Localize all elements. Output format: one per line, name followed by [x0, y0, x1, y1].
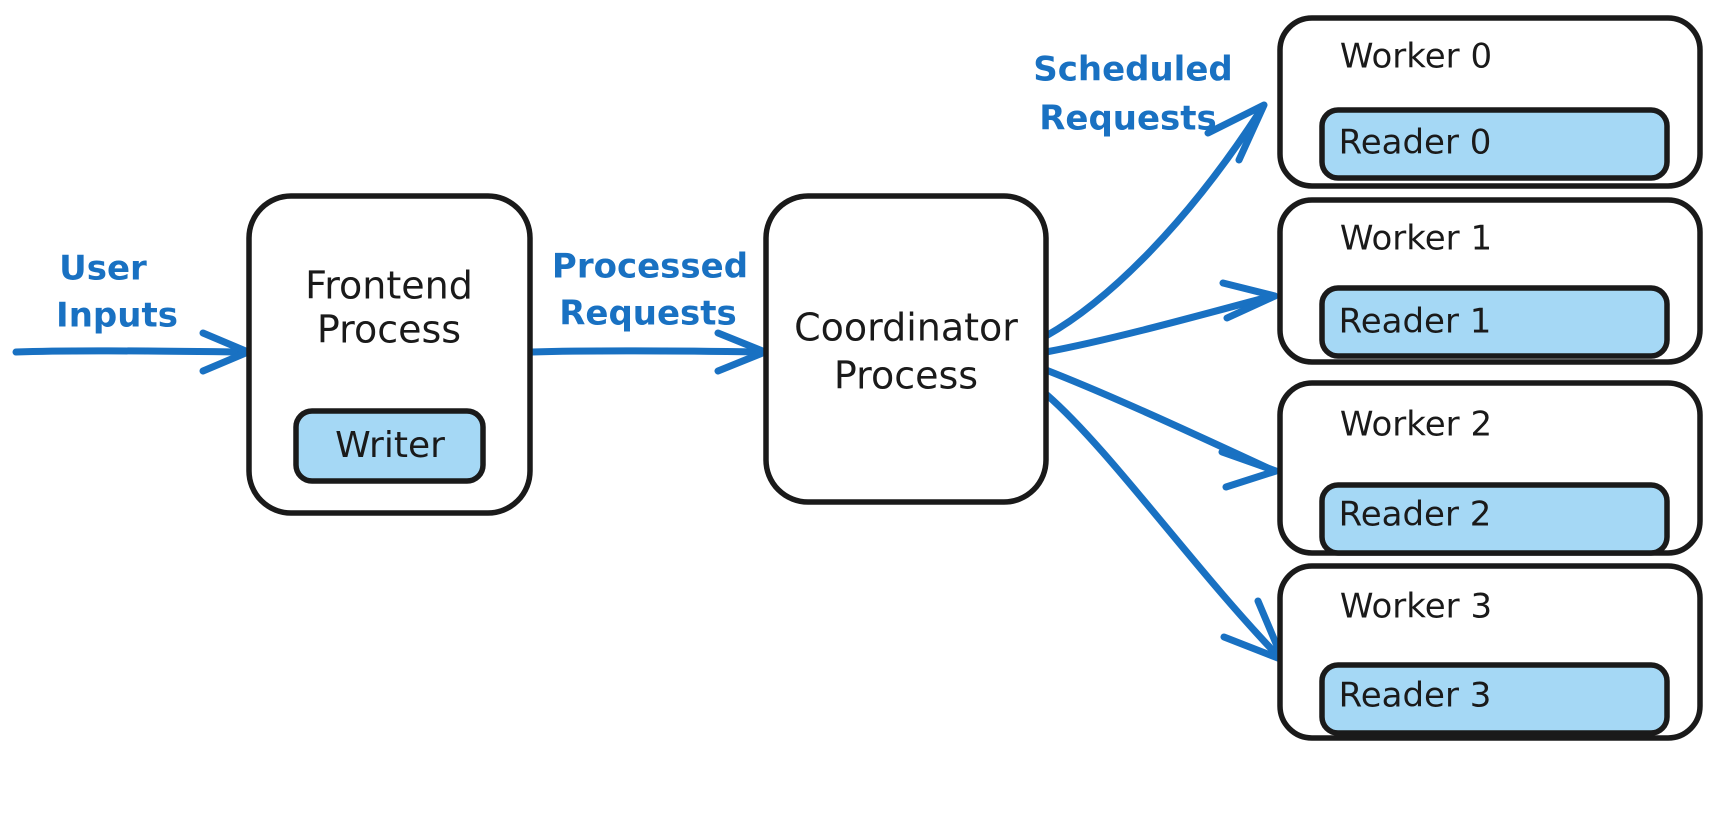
edge-label-processed-line1: Processed	[552, 247, 748, 287]
node-worker-0[interactable]: Worker 0 Reader 0	[1277, 15, 1703, 189]
worker-3-label: Worker 3	[1340, 587, 1492, 627]
edge-label-user-inputs-line2: Inputs	[56, 296, 178, 336]
edge-label-scheduled-line1: Scheduled	[1033, 50, 1233, 90]
coordinator-process-label-line1: Coordinator	[794, 306, 1018, 350]
edge-label-user-inputs: User Inputs	[56, 249, 178, 336]
reader-2-label: Reader 2	[1339, 495, 1492, 535]
arrow-line-processed	[528, 347, 766, 356]
arrow-line-worker-1	[1042, 292, 1276, 356]
coordinator-process-box[interactable]	[763, 193, 1049, 505]
reader-0-box[interactable]	[1319, 107, 1670, 181]
node-frontend-process[interactable]: Frontend Process Writer	[246, 193, 533, 516]
arrow-head-worker-1	[1219, 279, 1279, 322]
writer-box[interactable]	[293, 408, 486, 484]
coordinator-process-label-line2: Process	[834, 354, 978, 398]
arrow-line-worker-3	[1043, 391, 1284, 662]
reader-3-label: Reader 3	[1339, 676, 1492, 716]
reader-3-box[interactable]	[1319, 662, 1670, 736]
reader-1-box[interactable]	[1319, 285, 1670, 359]
worker-0-label: Worker 0	[1340, 37, 1492, 77]
arrow-coordinator-to-worker-2	[1042, 366, 1280, 491]
frontend-process-label-line2: Process	[317, 308, 461, 352]
worker-2-label: Worker 2	[1340, 405, 1492, 445]
reader-0-label: Reader 0	[1339, 123, 1492, 163]
node-worker-2[interactable]: Worker 2 Reader 2	[1277, 380, 1703, 556]
node-worker-3[interactable]: Worker 3 Reader 3	[1277, 563, 1703, 741]
node-coordinator-process[interactable]: Coordinator Process	[763, 193, 1049, 505]
arrow-frontend-to-coordinator	[528, 329, 769, 375]
arrow-line-user-inputs	[12, 347, 249, 356]
worker-1-label: Worker 1	[1340, 219, 1492, 259]
frontend-process-label-line1: Frontend	[305, 264, 473, 308]
reader-2-box[interactable]	[1319, 482, 1670, 556]
arrow-coordinator-to-worker-1	[1042, 279, 1279, 356]
arrow-head-worker-0	[1204, 101, 1268, 164]
arrow-coordinator-to-worker-0	[1042, 101, 1268, 340]
edge-label-scheduled-line2: Requests	[1039, 99, 1217, 139]
edge-label-processed-line2: Requests	[559, 294, 737, 334]
edge-label-processed-requests: Processed Requests	[552, 247, 748, 334]
edge-label-user-inputs-line1: User	[59, 249, 147, 289]
arrow-user-inputs-to-frontend	[12, 329, 252, 375]
writer-label: Writer	[335, 425, 445, 466]
reader-1-label: Reader 1	[1339, 302, 1492, 342]
arrow-line-worker-0	[1042, 104, 1266, 340]
edge-label-scheduled-requests: Scheduled Requests	[1033, 50, 1233, 139]
node-worker-1[interactable]: Worker 1 Reader 1	[1277, 197, 1703, 365]
arrow-head-worker-2	[1218, 448, 1280, 491]
arrow-coordinator-to-worker-3	[1043, 391, 1287, 664]
